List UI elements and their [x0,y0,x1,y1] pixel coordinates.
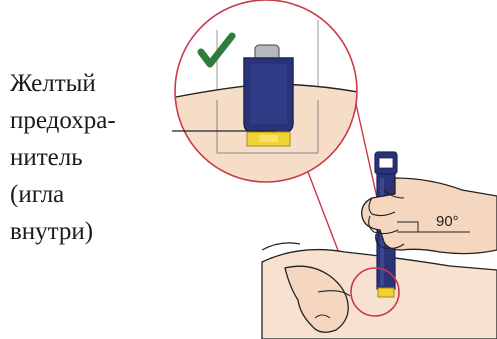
angle-label: 90° [436,213,459,230]
zoom-callout [150,0,380,200]
arm-edge [262,243,300,250]
zoom-needle-shield-window [259,135,278,142]
injection-scene: 90° [262,152,497,339]
zoom-pen-highlight [250,64,287,124]
pen-needle-shield [378,288,394,297]
pen-dose-window [379,158,393,168]
